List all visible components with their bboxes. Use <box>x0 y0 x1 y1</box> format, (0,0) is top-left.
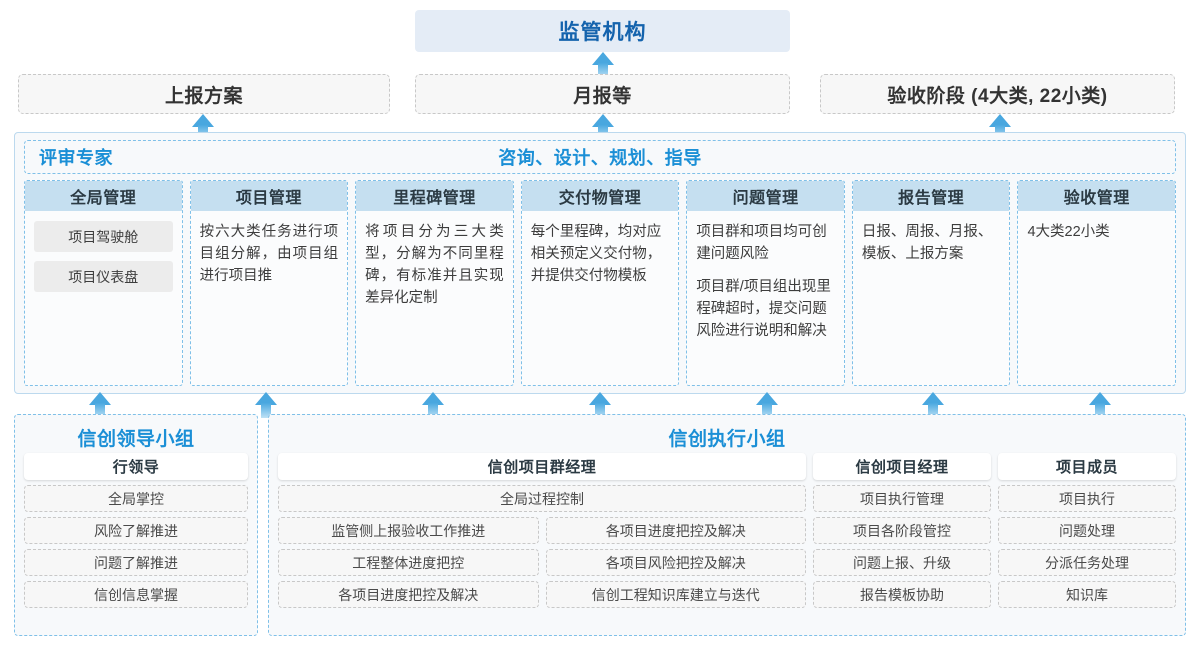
column-paragraph: 项目群/项目组出现里程碑超时，提交问题风险进行说明和解决 <box>696 279 831 340</box>
header-services-label: 咨询、设计、规划、指导 <box>498 148 702 168</box>
column-body: 按六大类任务进行项目组分解，由项目组进行项目推 <box>191 211 348 385</box>
project-manager-block: 信创项目经理 项目执行管理 项目各阶段管控 问题上报、升级 报告模板协助 <box>813 453 991 608</box>
management-columns: 全局管理 项目驾驶舱 项目仪表盘 项目管理 按六大类任务进行项目组分解，由项目组… <box>24 180 1177 386</box>
list-item[interactable]: 各项目进度把控及解决 <box>545 517 806 544</box>
role-project-member[interactable]: 项目成员 <box>998 453 1176 480</box>
project-member-block: 项目成员 项目执行 问题处理 分派任务处理 知识库 <box>998 453 1176 608</box>
column-paragraph: 按六大类任务进行项目组分解，由项目组进行项目推 <box>199 224 339 285</box>
list-item[interactable]: 知识库 <box>998 581 1176 608</box>
role-project-manager[interactable]: 信创项目经理 <box>813 453 991 480</box>
arrow-up-icon-to-column-5 <box>756 392 778 418</box>
platform-header: 评审专家 咨询、设计、规划、指导 <box>24 140 1176 174</box>
list-item[interactable]: 问题处理 <box>998 517 1176 544</box>
column-title: 全局管理 <box>25 181 182 211</box>
list-item[interactable]: 全局掌控 <box>24 485 248 512</box>
execution-group-container: 信创执行小组 信创项目群经理 全局过程控制 监管侧上报验收工作推进 工程整体进度… <box>268 414 1186 636</box>
column-deliverable-management[interactable]: 交付物管理 每个里程碑，均对应相关预定义交付物，并提供交付物模板 <box>520 180 680 386</box>
regulator-box: 监管机构 <box>415 10 790 52</box>
column-project-management[interactable]: 项目管理 按六大类任务进行项目组分解，由项目组进行项目推 <box>189 180 349 386</box>
column-paragraph: 每个里程碑，均对应相关预定义交付物，并提供交付物模板 <box>530 224 662 285</box>
list-item[interactable]: 项目执行 <box>998 485 1176 512</box>
column-issue-management[interactable]: 问题管理 项目群和项目均可创建问题风险 项目群/项目组出现里程碑超时，提交问题风… <box>686 180 845 386</box>
role-program-manager[interactable]: 信创项目群经理 <box>278 453 806 480</box>
program-manager-block: 信创项目群经理 全局过程控制 监管侧上报验收工作推进 工程整体进度把控 各项目进… <box>278 453 806 608</box>
column-title: 报告管理 <box>852 181 1010 211</box>
project-manager-items: 项目执行管理 项目各阶段管控 问题上报、升级 报告模板协助 <box>813 485 991 608</box>
column-report-management[interactable]: 报告管理 日报、周报、月报、模板、上报方案 <box>851 180 1011 386</box>
program-manager-sub-columns: 监管侧上报验收工作推进 工程整体进度把控 各项目进度把控及解决 各项目进度把控及… <box>278 517 806 608</box>
list-item[interactable]: 各项目进度把控及解决 <box>278 581 539 608</box>
column-paragraph: 将项目分为三大类型，分解为不同里程碑，有标准并且实现差异化定制 <box>365 224 504 307</box>
list-item[interactable]: 全局过程控制 <box>278 485 806 512</box>
arrow-up-icon-to-column-4 <box>589 392 611 418</box>
arrow-up-icon-to-column-7 <box>1089 392 1111 418</box>
arrow-up-icon-to-column-6 <box>922 392 944 418</box>
column-title: 交付物管理 <box>521 181 679 211</box>
leading-group-items: 全局掌控 风险了解推进 问题了解推进 信创信息掌握 <box>24 485 248 608</box>
list-item[interactable]: 分派任务处理 <box>998 549 1176 576</box>
dashed-box-monthly-report: 月报等 <box>415 74 790 114</box>
column-title: 项目管理 <box>190 181 348 211</box>
list-item[interactable]: 问题上报、升级 <box>813 549 991 576</box>
execution-group-columns: 信创项目群经理 全局过程控制 监管侧上报验收工作推进 工程整体进度把控 各项目进… <box>278 453 1176 608</box>
leading-group-body: 行领导 全局掌控 风险了解推进 问题了解推进 信创信息掌握 <box>15 453 257 608</box>
project-member-items: 项目执行 问题处理 分派任务处理 知识库 <box>998 485 1176 608</box>
chip-item[interactable]: 项目仪表盘 <box>34 261 173 292</box>
column-paragraph: 日报、周报、月报、模板、上报方案 <box>861 224 993 263</box>
arrow-up-icon-to-column-3 <box>422 392 444 418</box>
arrow-up-icon-to-column-1 <box>89 392 111 418</box>
list-item[interactable]: 信创信息掌握 <box>24 581 248 608</box>
column-body: 将项目分为三大类型，分解为不同里程碑，有标准并且实现差异化定制 <box>356 211 513 385</box>
role-bank-leader[interactable]: 行领导 <box>24 453 248 480</box>
column-paragraph: 项目群和项目均可创建问题风险 <box>696 224 827 263</box>
list-item[interactable]: 信创工程知识库建立与迭代 <box>545 581 806 608</box>
chip-item[interactable]: 项目驾驶舱 <box>34 221 173 252</box>
column-body: 项目驾驶舱 项目仪表盘 <box>25 211 182 385</box>
column-title: 问题管理 <box>687 181 844 211</box>
column-title: 里程碑管理 <box>356 181 513 211</box>
management-platform-container: 评审专家 咨询、设计、规划、指导 全局管理 项目驾驶舱 项目仪表盘 项目管理 按… <box>14 132 1186 394</box>
program-manager-top-item: 全局过程控制 <box>278 485 806 512</box>
leading-group-container: 信创领导小组 行领导 全局掌控 风险了解推进 问题了解推进 信创信息掌握 <box>14 414 258 636</box>
arrow-up-icon-to-regulator <box>592 52 614 78</box>
list-item[interactable]: 风险了解推进 <box>24 517 248 544</box>
column-body: 日报、周报、月报、模板、上报方案 <box>853 211 1010 385</box>
column-body: 每个里程碑，均对应相关预定义交付物，并提供交付物模板 <box>522 211 679 385</box>
list-item[interactable]: 项目各阶段管控 <box>813 517 991 544</box>
header-review-experts-label: 评审专家 <box>39 148 113 168</box>
leading-group-title: 信创领导小组 <box>77 429 195 450</box>
column-title: 验收管理 <box>1018 181 1176 211</box>
column-body: 项目群和项目均可创建问题风险 项目群/项目组出现里程碑超时，提交问题风险进行说明… <box>687 211 844 385</box>
list-item[interactable]: 项目执行管理 <box>813 485 991 512</box>
program-manager-left-items: 监管侧上报验收工作推进 工程整体进度把控 各项目进度把控及解决 <box>278 517 539 608</box>
list-item[interactable]: 各项目风险把控及解决 <box>545 549 806 576</box>
arrow-up-icon-to-column-2 <box>255 392 277 418</box>
list-item[interactable]: 工程整体进度把控 <box>278 549 539 576</box>
list-item[interactable]: 监管侧上报验收工作推进 <box>278 517 539 544</box>
column-acceptance-management[interactable]: 验收管理 4大类22小类 <box>1017 180 1177 386</box>
column-paragraph: 4大类22小类 <box>1027 224 1110 240</box>
dashed-box-acceptance-stage: 验收阶段 (4大类, 22小类) <box>820 74 1175 114</box>
execution-group-title: 信创执行小组 <box>668 429 786 450</box>
program-manager-right-items: 各项目进度把控及解决 各项目风险把控及解决 信创工程知识库建立与迭代 <box>545 517 806 608</box>
dashed-box-report-plan: 上报方案 <box>18 74 390 114</box>
list-item[interactable]: 问题了解推进 <box>24 549 248 576</box>
column-global-management[interactable]: 全局管理 项目驾驶舱 项目仪表盘 <box>24 180 183 386</box>
column-milestone-management[interactable]: 里程碑管理 将项目分为三大类型，分解为不同里程碑，有标准并且实现差异化定制 <box>355 180 514 386</box>
list-item[interactable]: 报告模板协助 <box>813 581 991 608</box>
column-body: 4大类22小类 <box>1018 211 1175 385</box>
